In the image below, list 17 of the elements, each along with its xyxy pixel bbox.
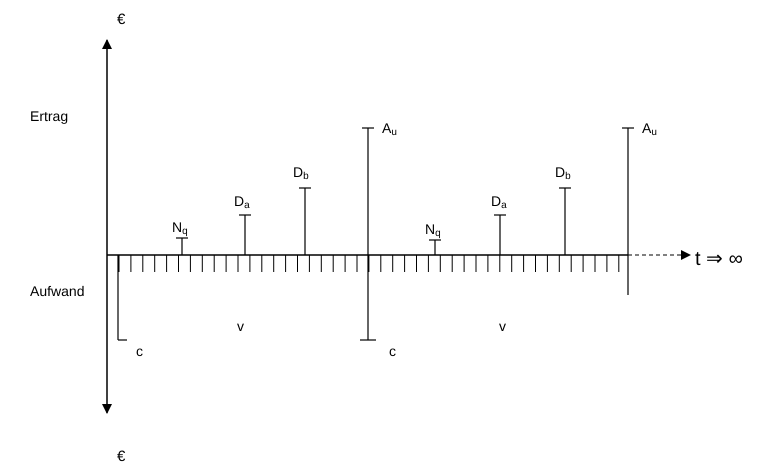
axis-label: Aufwand: [30, 282, 84, 300]
cash-flow-label: D$_{b}$: [293, 163, 309, 184]
axis-label: Ertrag: [30, 107, 68, 125]
cash-flow-label: c: [389, 342, 396, 360]
cash-flow-label: N$_{q}$: [172, 218, 188, 239]
cash-flow-label: c: [136, 342, 143, 360]
cash-flow-label: D$_{a}$: [234, 192, 250, 213]
axis-label: t ⇒ ∞: [695, 247, 743, 271]
unit-label: €: [117, 10, 126, 29]
cash-flow-label: N$_{q}$: [425, 220, 441, 241]
cash-flow-label: v: [499, 317, 506, 335]
unit-label: €: [117, 447, 126, 466]
cash-flow-label: A$_{u}$: [382, 119, 397, 140]
cash-flow-label: D$_{b}$: [555, 163, 571, 184]
cash-flow-label: A$_{u}$: [642, 119, 657, 140]
cash-flow-label: v: [237, 317, 244, 335]
cash-flow-label: D$_{a}$: [491, 192, 507, 213]
